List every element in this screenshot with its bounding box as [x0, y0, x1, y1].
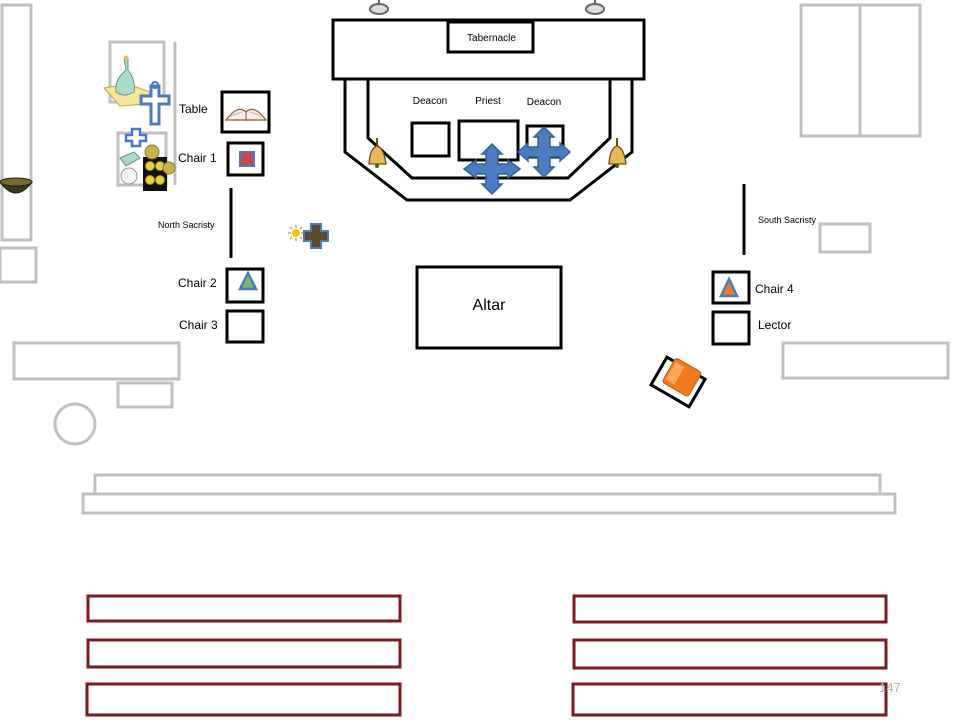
altar	[415, 265, 563, 350]
deacon-left-seat	[410, 121, 451, 158]
cruets-icon	[103, 55, 151, 107]
square-marker-icon	[239, 151, 255, 167]
page-number: 147	[879, 680, 901, 695]
pew-right-3	[571, 682, 888, 717]
apse-rail-outer	[343, 80, 634, 202]
tabernacle-shelf	[331, 18, 646, 81]
bowl-icon	[0, 177, 33, 194]
pew-left-1	[86, 594, 402, 623]
book-icon	[224, 108, 268, 121]
triangle-marker-icon	[719, 276, 739, 298]
altar-label: Altar	[472, 297, 506, 314]
table	[220, 90, 271, 134]
lector-seat	[711, 310, 751, 346]
cross-marker-icon	[516, 125, 572, 179]
right-bench	[781, 341, 950, 380]
south-small-box	[818, 222, 872, 254]
host-icon	[120, 167, 138, 185]
chair-3	[225, 309, 265, 344]
chair-3-label: Chair 3	[179, 318, 218, 332]
left-step	[116, 381, 174, 409]
lamp-left-icon	[369, 0, 389, 15]
cross-marker-icon	[462, 142, 522, 196]
triangle-marker-icon	[237, 270, 259, 291]
pew-left-2	[86, 638, 402, 669]
priest-label: Priest	[475, 96, 501, 107]
processional-cross-icon	[139, 81, 171, 126]
chair-2	[225, 267, 265, 304]
chair-4	[711, 270, 751, 305]
dark-cross-marker-icon	[303, 223, 329, 249]
tabernacle-label: Tabernacle	[467, 33, 516, 44]
chair-1	[226, 141, 265, 177]
chair-4-label: Chair 4	[755, 282, 794, 296]
cloth-icon	[119, 151, 141, 167]
pew-right-1	[572, 594, 888, 624]
communion-rail-bottom	[81, 492, 897, 515]
deacon-left-label: Deacon	[412, 96, 448, 107]
left-wall-cabinet	[0, 3, 33, 242]
bell-icon	[368, 138, 387, 168]
chair-2-label: Chair 2	[178, 276, 217, 290]
tabernacle-box	[446, 20, 535, 54]
deacon-right-label: Deacon	[526, 97, 562, 108]
sun-icon	[288, 225, 304, 241]
left-small-box	[0, 246, 38, 284]
south-sacristy-label: South Sacristy	[758, 215, 817, 225]
cross-shape-icon	[124, 127, 148, 148]
table-label: Table	[179, 102, 208, 116]
lector-label: Lector	[758, 318, 792, 332]
chair-1-label: Chair 1	[178, 151, 217, 165]
north-sacristy-label: North Sacristy	[158, 220, 215, 230]
bell-icon	[608, 138, 627, 168]
font-circle	[53, 402, 97, 446]
lamp-right-icon	[585, 0, 605, 15]
pew-right-2	[572, 638, 888, 670]
lectern-book-icon	[648, 355, 708, 409]
left-bench	[12, 341, 181, 381]
ciborium-icon	[143, 144, 176, 191]
pew-left-3	[85, 682, 402, 717]
